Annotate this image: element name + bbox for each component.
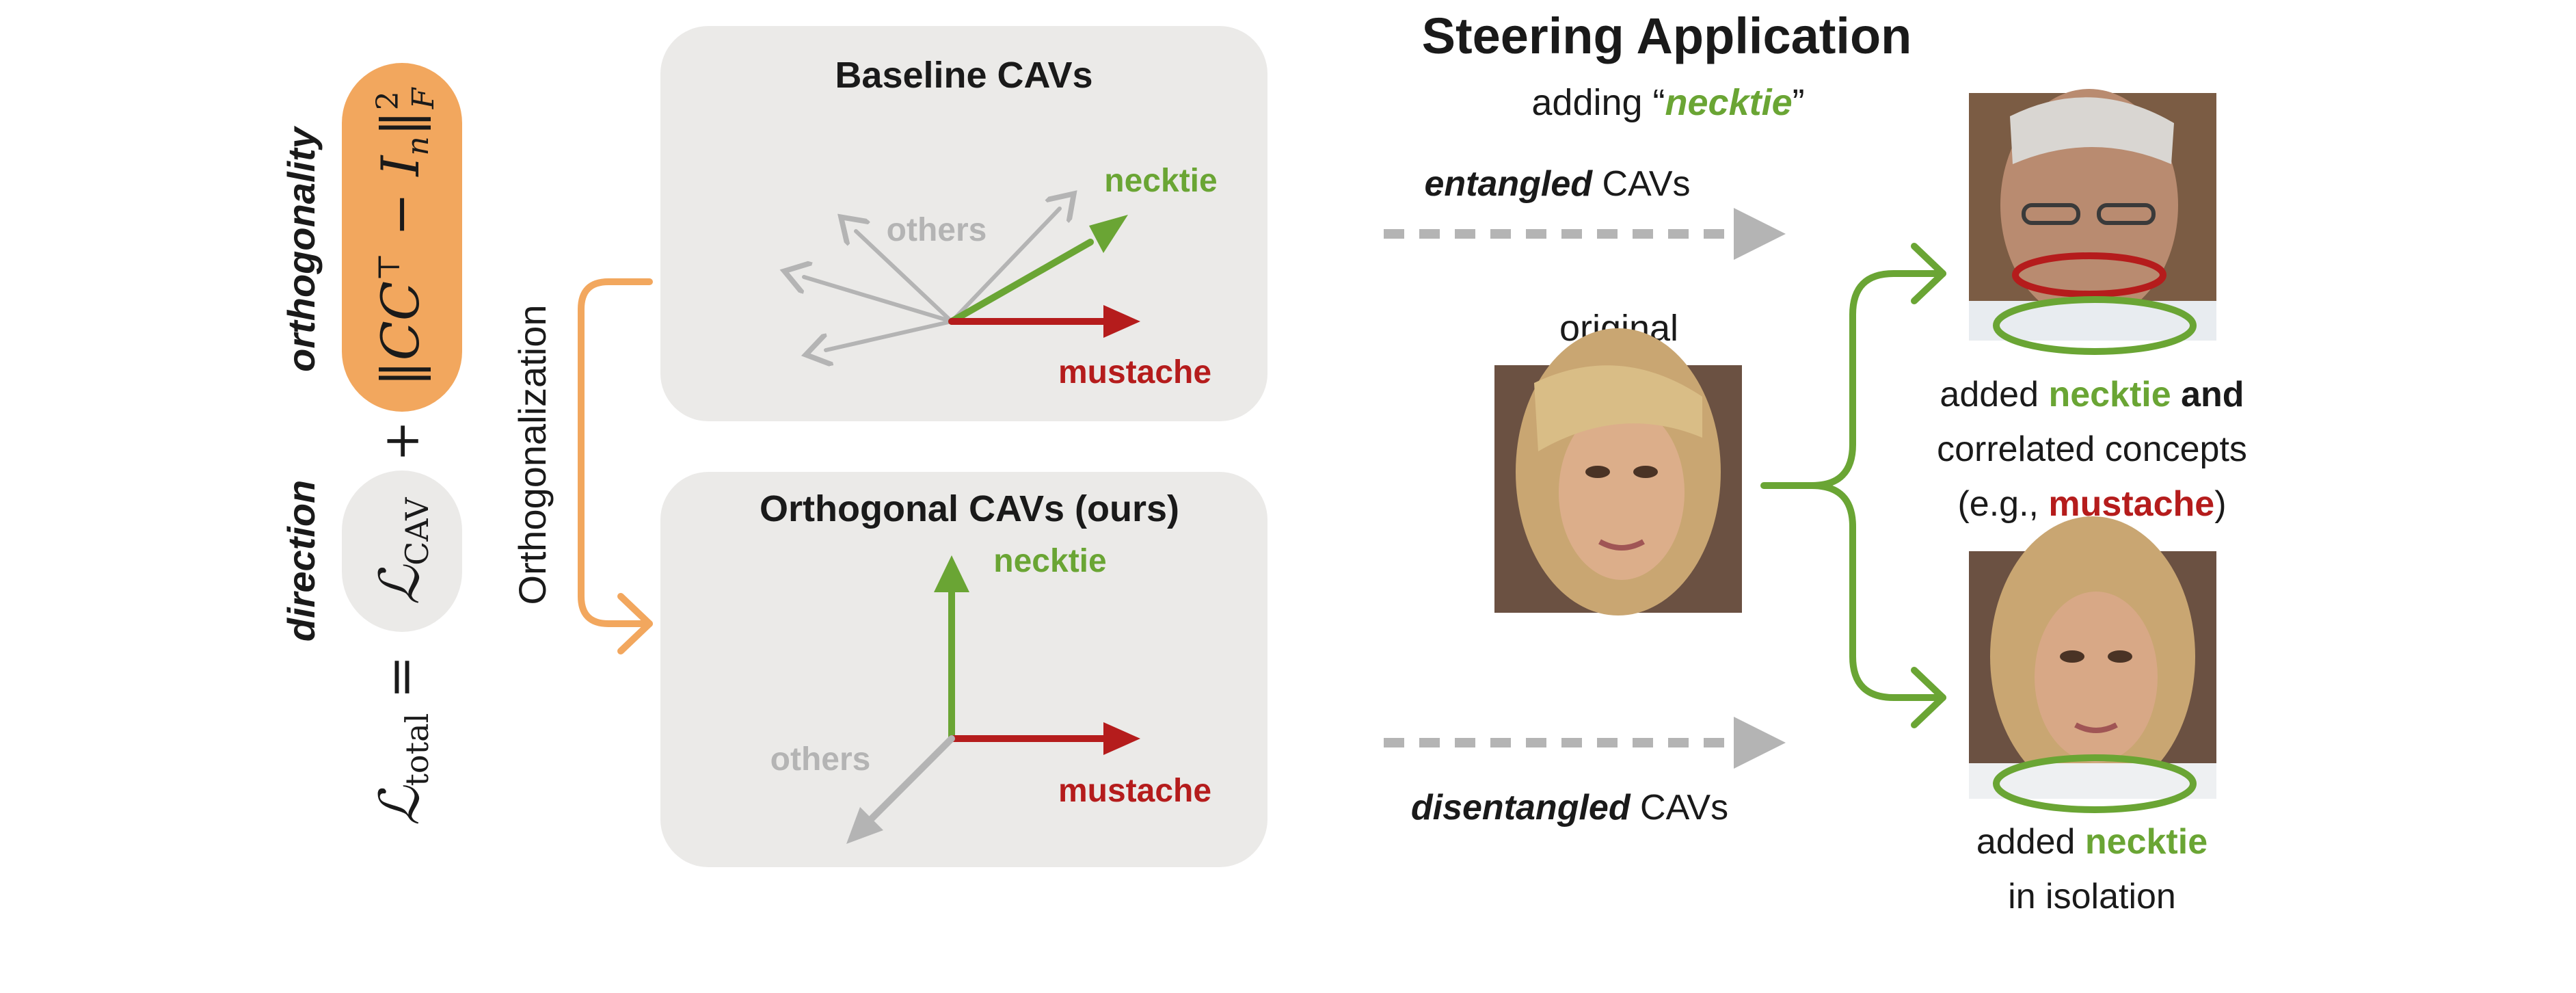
orthogonalization-arrowhead	[617, 593, 653, 654]
direction-label: direction	[280, 480, 323, 641]
baseline-panel-title: Baseline CAVs	[835, 55, 1092, 96]
baseline-necktie-arrow	[948, 239, 1094, 325]
orthogonality-term-pill	[342, 63, 462, 412]
baseline-others-label: others	[887, 212, 987, 248]
entangled-label: entangled CAVs	[1424, 164, 1690, 204]
disentangled-caption-line1: added necktie	[1976, 822, 2208, 862]
orthogonal-panel-bg	[660, 472, 1267, 867]
baseline-others-arrows	[804, 209, 1060, 350]
orthogonal-others-arrowhead	[846, 807, 883, 844]
baseline-mustache-label: mustache	[1058, 354, 1211, 390]
disentangled-result-image	[1969, 516, 2216, 813]
entangled-caption-line1: added necktie and	[1940, 375, 2244, 414]
orthogonal-others-arrow	[866, 735, 955, 824]
baseline-necktie-label: necktie	[1104, 163, 1217, 199]
orthogonalization-connector: Orthogonalization	[511, 278, 653, 654]
baseline-necktie-arrowhead	[1089, 215, 1128, 253]
steering-section: Steering Application adding “necktie” en…	[1384, 8, 2247, 916]
entangled-caption-line3: (e.g., mustache)	[1957, 484, 2226, 524]
disentangled-label: disentangled CAVs	[1411, 788, 1728, 828]
baseline-mustache-arrowhead	[1103, 305, 1140, 338]
original-face-image	[1494, 328, 1742, 615]
necktie-highlight-ellipse-bottom	[1993, 754, 2197, 813]
orthogonal-mustache-label: mustache	[1058, 773, 1211, 809]
equals-sign: =	[370, 655, 431, 699]
disentangled-caption-line2: in isolation	[2008, 877, 2176, 916]
entangled-result-image	[1969, 89, 2216, 355]
orthogonalization-bracket	[578, 278, 653, 627]
orthogonality-label: orthogonality	[280, 125, 323, 372]
orthogonal-cavs-panel: Orthogonal CAVs (ours) necktie mustache …	[660, 472, 1267, 867]
brace-lower-arrowhead	[1911, 667, 1946, 728]
brace-lower	[1808, 482, 1946, 701]
brace-upper	[1760, 270, 1946, 489]
orthogonality-term: ‖CC⊤ − In‖2F	[370, 87, 441, 386]
direction-term-pill	[342, 471, 462, 632]
mustache-highlight-ellipse	[2012, 252, 2166, 297]
entangled-caption-line2: correlated concepts	[1937, 429, 2247, 469]
steering-subtitle: adding “necktie”	[1531, 82, 1804, 123]
total-loss-term: ℒtotal	[368, 713, 435, 825]
necktie-highlight-ellipse-top	[1993, 296, 2197, 355]
formula-block: ‖CC⊤ − In‖2F + ℒCAV = ℒtotal orthogonali…	[280, 63, 462, 825]
orthogonal-others-label: others	[770, 741, 871, 778]
orthogonal-panel-title: Orthogonal CAVs (ours)	[760, 488, 1179, 529]
cav-loss-term: ℒCAV	[368, 497, 435, 605]
steering-title: Steering Application	[1422, 8, 1912, 64]
orthogonal-necktie-label: necktie	[993, 543, 1106, 579]
plus-sign: +	[373, 421, 430, 462]
baseline-cavs-panel: Baseline CAVs others necktie mustache	[660, 26, 1267, 421]
entangled-arrowhead	[1734, 208, 1786, 260]
brace-upper-arrowhead	[1911, 243, 1946, 304]
orthogonal-necktie-arrowhead	[934, 555, 969, 592]
orthogonalization-label: Orthogonalization	[511, 305, 554, 605]
orthogonal-mustache-arrowhead	[1103, 722, 1140, 755]
disentangled-arrowhead	[1734, 717, 1786, 769]
